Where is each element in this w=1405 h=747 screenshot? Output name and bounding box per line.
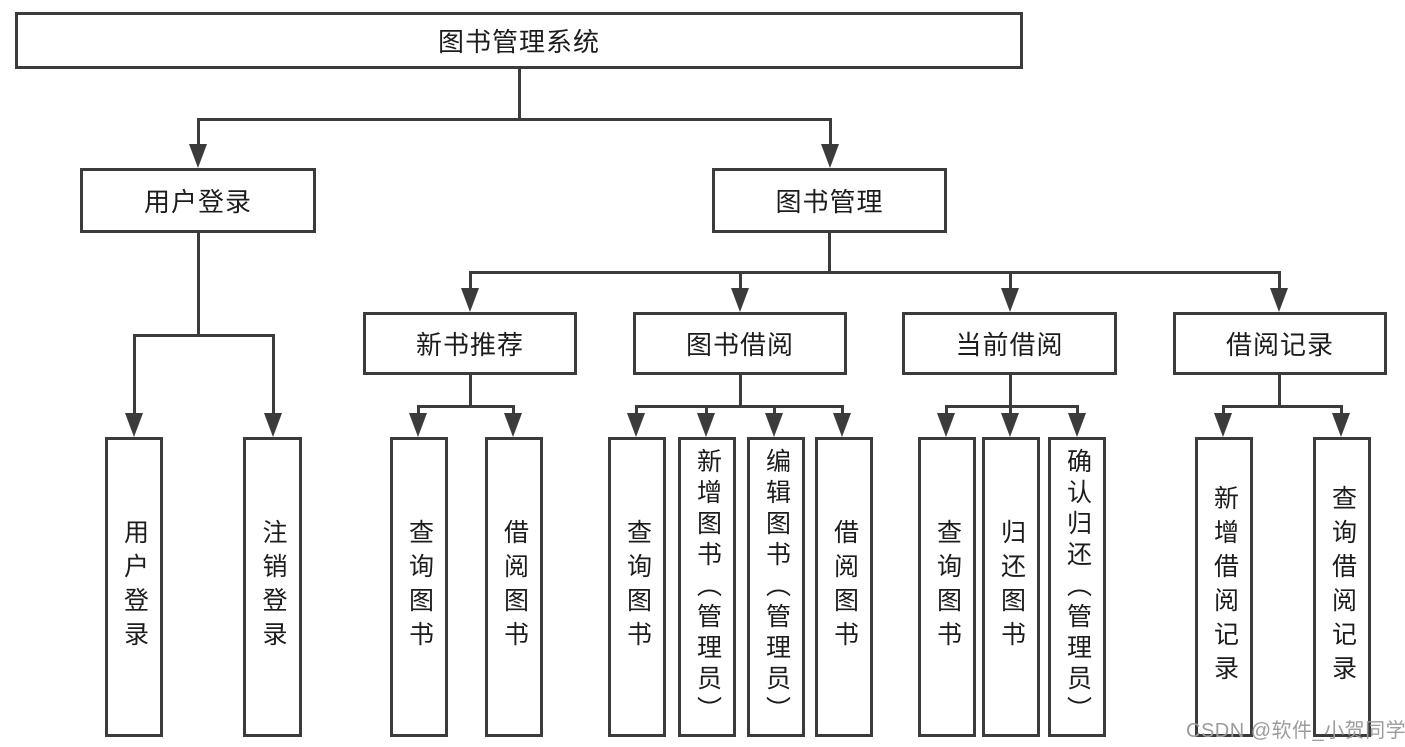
leaf-borrow-books-recommend: 借阅图书 — [485, 437, 543, 737]
node-new-book-recommend: 新书推荐 — [363, 312, 577, 375]
leaf-label: 用户登录 — [120, 519, 149, 655]
connector-line — [1009, 271, 1012, 291]
node-book-borrowing: 图书借阅 — [633, 312, 847, 375]
connector-line — [133, 334, 275, 337]
connector-line — [469, 271, 1281, 274]
arrowhead-down-icon — [731, 288, 749, 312]
arrowhead-down-icon — [937, 413, 955, 437]
connector-line — [518, 69, 521, 120]
leaf-label: 借阅图书 — [830, 519, 859, 655]
connector-line — [197, 233, 200, 337]
arrowhead-down-icon — [125, 413, 143, 437]
arrowhead-down-icon — [1214, 413, 1232, 437]
connector-line — [469, 375, 472, 407]
leaf-query-books-recommend: 查询图书 — [390, 437, 448, 737]
connector-line — [1076, 405, 1079, 415]
leaf-label: 查询借阅记录 — [1328, 485, 1357, 689]
arrowhead-down-icon — [697, 413, 715, 437]
leaf-query-borrow-record: 查询借阅记录 — [1313, 437, 1371, 737]
connector-line — [828, 233, 831, 274]
connector-line — [1278, 271, 1281, 291]
leaf-query-books-current: 查询图书 — [918, 437, 976, 737]
connector-line — [1009, 405, 1012, 415]
connector-line — [133, 334, 136, 413]
connector-line — [1278, 375, 1281, 407]
leaf-edit-book-admin: 编辑图书（管理员） — [747, 437, 805, 737]
node-borrowing-records: 借阅记录 — [1173, 312, 1387, 375]
leaf-label: 编辑图书（管理员） — [762, 447, 791, 727]
arrowhead-down-icon — [833, 413, 851, 437]
arrowhead-down-icon — [1001, 288, 1019, 312]
connector-line — [945, 405, 948, 415]
leaf-label: 归还图书 — [997, 519, 1026, 655]
arrowhead-down-icon — [765, 413, 783, 437]
connector-line — [829, 118, 832, 148]
leaf-add-borrow-record: 新增借阅记录 — [1195, 437, 1253, 737]
connector-line — [1222, 405, 1343, 408]
leaf-label: 查询图书 — [405, 519, 434, 655]
connector-line — [739, 271, 742, 291]
arrowhead-down-icon — [1001, 413, 1019, 437]
connector-line — [417, 405, 515, 408]
connector-line — [705, 405, 708, 415]
connector-line — [635, 405, 844, 408]
arrowhead-down-icon — [821, 144, 839, 168]
arrowhead-down-icon — [264, 413, 282, 437]
leaf-query-books-borrow: 查询图书 — [608, 437, 666, 737]
connector-line — [1340, 405, 1343, 415]
arrowhead-down-icon — [627, 413, 645, 437]
connector-line — [1222, 405, 1225, 415]
leaf-label: 新增借阅记录 — [1210, 485, 1239, 689]
leaf-logout: 注销登录 — [243, 437, 302, 737]
leaf-return-book: 归还图书 — [982, 437, 1040, 737]
leaf-label: 查询图书 — [933, 519, 962, 655]
node-current-borrowing: 当前借阅 — [902, 312, 1117, 375]
arrowhead-down-icon — [504, 413, 522, 437]
connector-line — [272, 334, 275, 413]
connector-line — [841, 405, 844, 415]
csdn-watermark: CSDN @软件_小贺同学 — [1186, 720, 1405, 742]
connector-line — [1009, 375, 1012, 407]
node-book-management: 图书管理 — [712, 168, 947, 233]
arrowhead-down-icon — [461, 288, 479, 312]
leaf-user-login: 用户登录 — [105, 437, 163, 737]
leaf-borrow-books: 借阅图书 — [815, 437, 873, 737]
node-user-login: 用户登录 — [80, 168, 316, 233]
connector-line — [417, 405, 420, 415]
connector-line — [739, 375, 742, 407]
leaf-label: 查询图书 — [623, 519, 652, 655]
connector-line — [469, 271, 472, 291]
leaf-label: 新增图书（管理员） — [693, 447, 722, 727]
connector-line — [512, 405, 515, 415]
connector-line — [197, 118, 200, 148]
arrowhead-down-icon — [189, 144, 207, 168]
connector-line — [773, 405, 776, 415]
leaf-confirm-return-admin: 确认归还（管理员） — [1048, 437, 1106, 737]
connector-line — [945, 405, 1079, 408]
leaf-add-book-admin: 新增图书（管理员） — [678, 437, 736, 737]
leaf-label: 注销登录 — [259, 519, 287, 655]
leaf-label: 确认归还（管理员） — [1063, 447, 1092, 727]
connector-line — [635, 405, 638, 415]
arrowhead-down-icon — [1068, 413, 1086, 437]
node-root: 图书管理系统 — [15, 12, 1023, 69]
leaf-label: 借阅图书 — [500, 519, 529, 655]
arrowhead-down-icon — [1270, 288, 1288, 312]
arrowhead-down-icon — [1332, 413, 1350, 437]
connector-line — [197, 118, 832, 121]
arrowhead-down-icon — [409, 413, 427, 437]
